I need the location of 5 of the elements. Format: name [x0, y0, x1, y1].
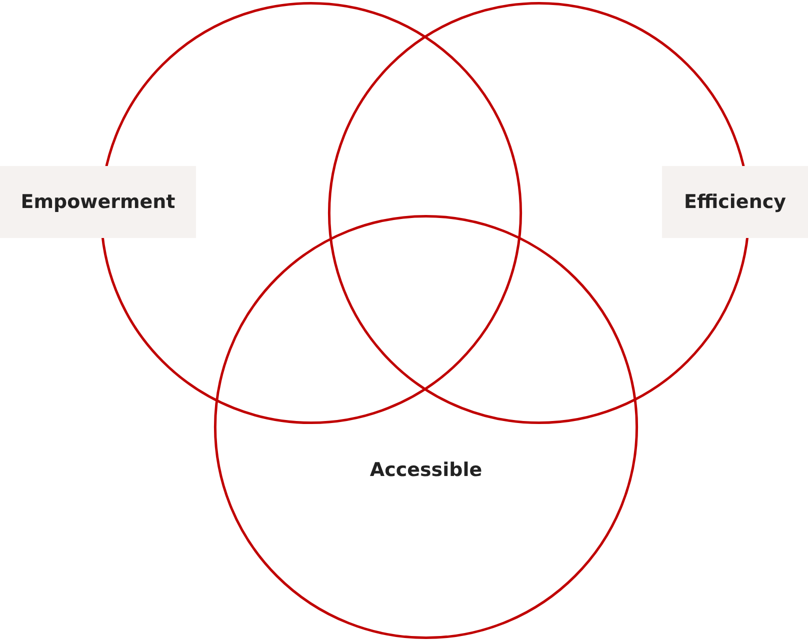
label-box [0, 166, 196, 238]
label-box [662, 166, 808, 238]
label-text: Empowerment [20, 191, 176, 213]
label-text: Efficiency [684, 191, 786, 213]
circle-label: Accessible [368, 459, 484, 481]
